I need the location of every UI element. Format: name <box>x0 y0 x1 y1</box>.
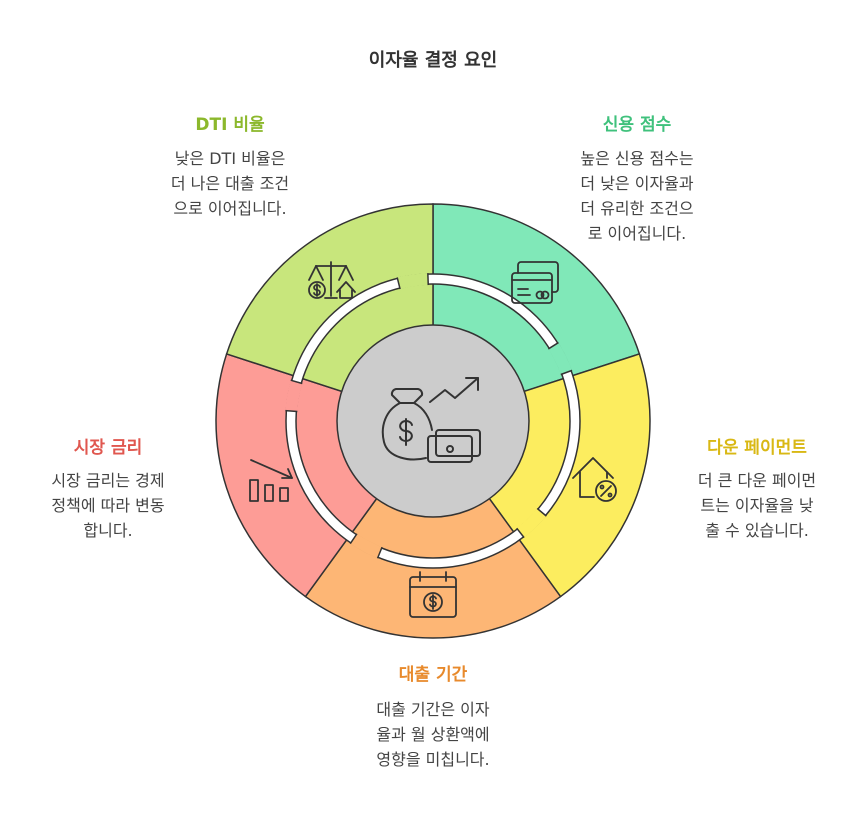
connector-edge <box>285 409 298 413</box>
connector-edge <box>349 533 358 545</box>
desc-line: 율과 월 상환액에 <box>376 725 490 744</box>
desc-line: 영향을 미칩니다. <box>376 750 490 769</box>
desc-line: 높은 신용 점수는 <box>580 149 694 168</box>
center-circle <box>336 324 530 518</box>
segment-term <box>304 419 562 639</box>
connector-edge <box>290 379 303 385</box>
desc-line: 트는 이자율을 낮 <box>700 496 814 515</box>
desc-line: 으로 이어집니다. <box>173 199 287 218</box>
desc-dti: 낮은 DTI 비율은 더 나은 대출 조건 으로 이어집니다. <box>130 146 330 221</box>
label-term: 대출 기간 <box>398 665 468 685</box>
money-bag-growth-icon <box>381 377 481 463</box>
label-credit: 신용 점수 <box>602 115 672 135</box>
house-percent-icon <box>572 457 617 502</box>
connector-edge <box>560 369 573 376</box>
diagram-title: 이자율 결정 요인 <box>368 50 498 71</box>
desc-line: 더 유리한 조건으 <box>580 199 694 218</box>
desc-credit: 높은 신용 점수는 더 낮은 이자율과 더 유리한 조건으 로 이어집니다. <box>537 146 737 246</box>
desc-term: 대출 기간은 이자 율과 월 상환액에 영향을 미칩니다. <box>333 697 533 772</box>
label-dti: DTI 비율 <box>195 115 265 135</box>
desc-line: 정책에 따라 변동 <box>51 496 165 515</box>
calendar-dollar-icon <box>409 571 457 618</box>
segment-connectors <box>285 273 573 559</box>
connector-credit <box>548 342 573 375</box>
connector-down <box>516 508 547 538</box>
desc-line: 더 나은 대출 조건 <box>170 174 290 193</box>
desc-down: 더 큰 다운 페이먼 트는 이자율을 낮 출 수 있습니다. <box>657 468 857 543</box>
desc-line: 로 이어집니다. <box>587 224 687 243</box>
connector-edge <box>396 277 401 290</box>
connector-dti <box>397 273 429 290</box>
connector-term <box>350 533 383 559</box>
connector-edge <box>536 507 547 517</box>
balance-scale-dollar-house-icon <box>308 261 356 299</box>
connector-edge <box>516 527 525 539</box>
desc-line: 출 수 있습니다. <box>705 521 809 540</box>
desc-line: 시장 금리는 경제 <box>51 471 165 490</box>
connector-edge <box>547 341 559 350</box>
desc-line: 더 낮은 이자율과 <box>580 174 694 193</box>
label-market: 시장 금리 <box>73 438 143 458</box>
desc-line: 합니다. <box>83 521 133 540</box>
credit-card-icon <box>511 261 559 304</box>
label-down: 다운 페이먼트 <box>707 438 807 458</box>
desc-line: 더 큰 다운 페이먼 <box>697 471 817 490</box>
connector-market <box>285 380 303 412</box>
desc-market: 시장 금리는 경제 정책에 따라 변동 합니다. <box>8 468 208 543</box>
desc-line: 낮은 DTI 비율은 <box>174 149 286 168</box>
desc-line: 대출 기간은 이자 <box>376 700 490 719</box>
connector-edge <box>376 546 383 559</box>
declining-bar-chart-icon <box>249 459 293 502</box>
